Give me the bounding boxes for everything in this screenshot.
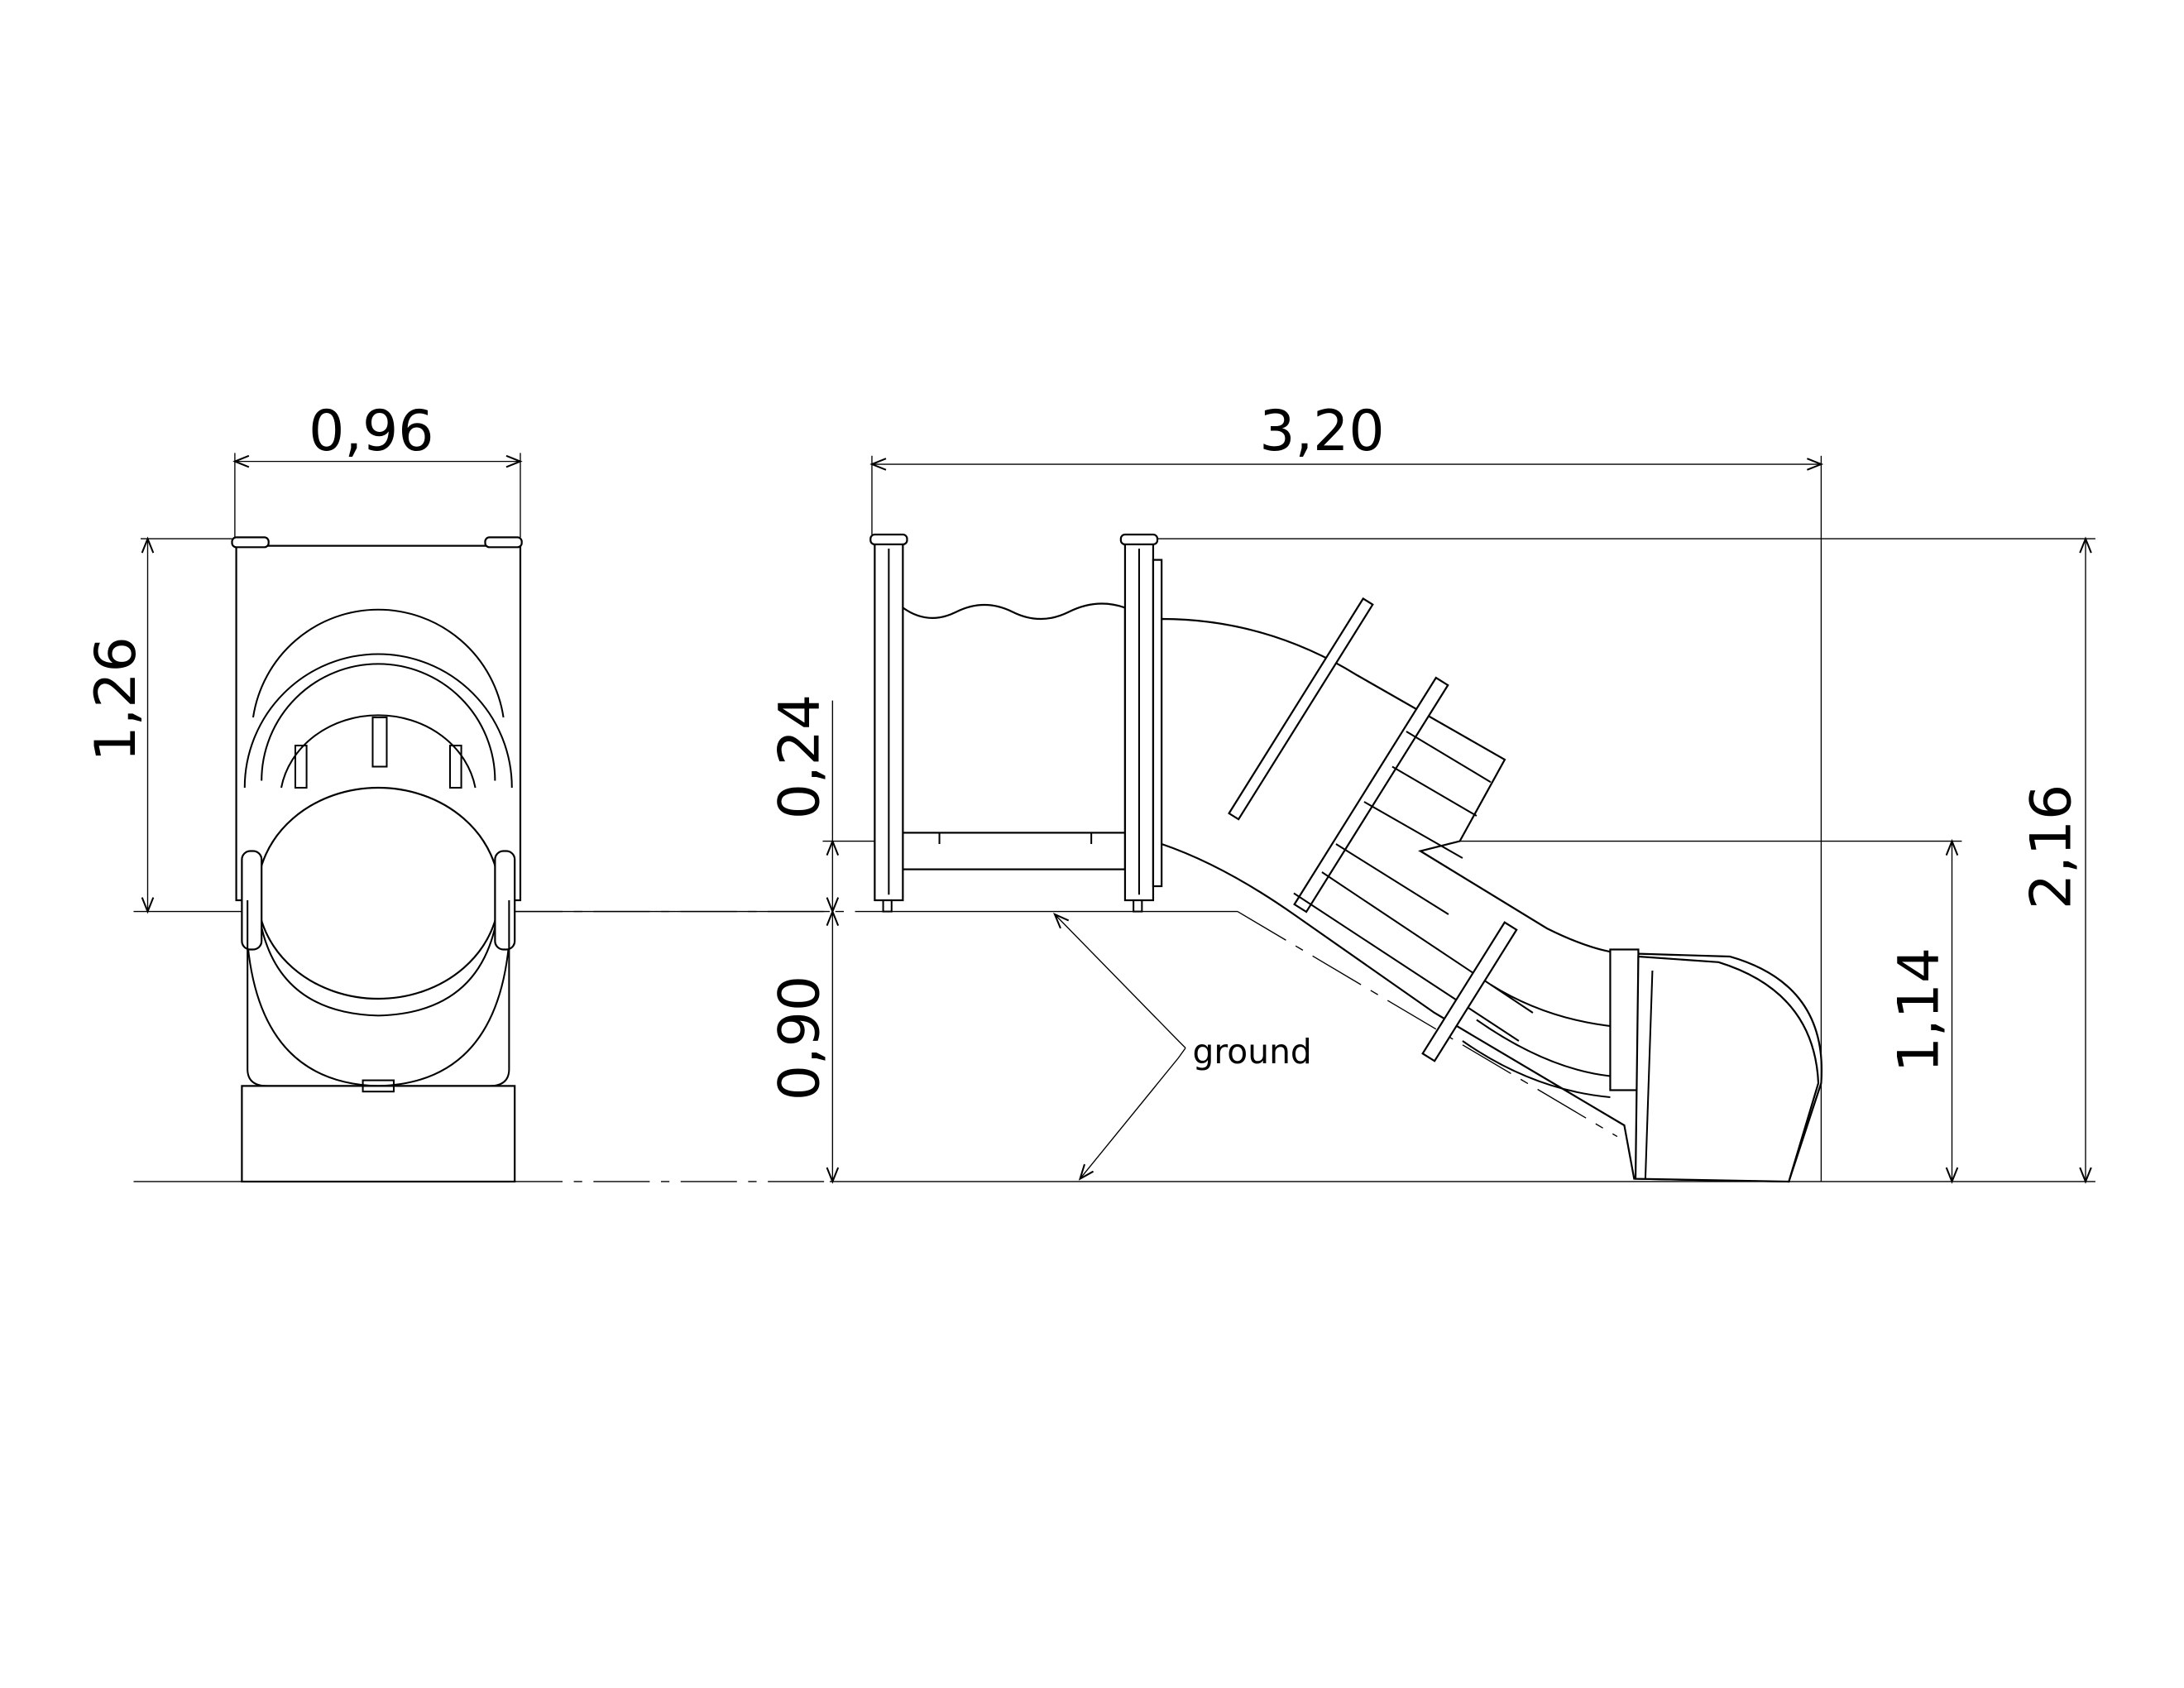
dimension-length: 3,20 (869, 399, 1824, 1182)
dimension-rail-height: 1,14 (1887, 838, 1959, 1184)
dim-total-height-label: 2,16 (2019, 784, 2084, 909)
dim-width-label: 0,96 (309, 399, 433, 464)
ground-callout: ground (1053, 913, 1312, 1181)
dim-front-height-label: 1,26 (84, 636, 149, 761)
dimension-platform: 0,24 0,90 (767, 694, 840, 1184)
ground-label: ground (1193, 1032, 1312, 1072)
dimension-width: 0,96 (232, 399, 523, 538)
dim-platform-height-label: 0,90 (767, 976, 832, 1101)
dim-rail-height-label: 1,14 (1887, 947, 1952, 1072)
front-view (231, 536, 523, 1183)
dimension-front-height: 1,26 (84, 536, 155, 914)
dim-rail-label: 0,24 (767, 694, 832, 819)
dim-length-label: 3,20 (1259, 399, 1384, 464)
side-view (869, 533, 1823, 1183)
dimension-total-height: 2,16 (2019, 536, 2092, 1184)
